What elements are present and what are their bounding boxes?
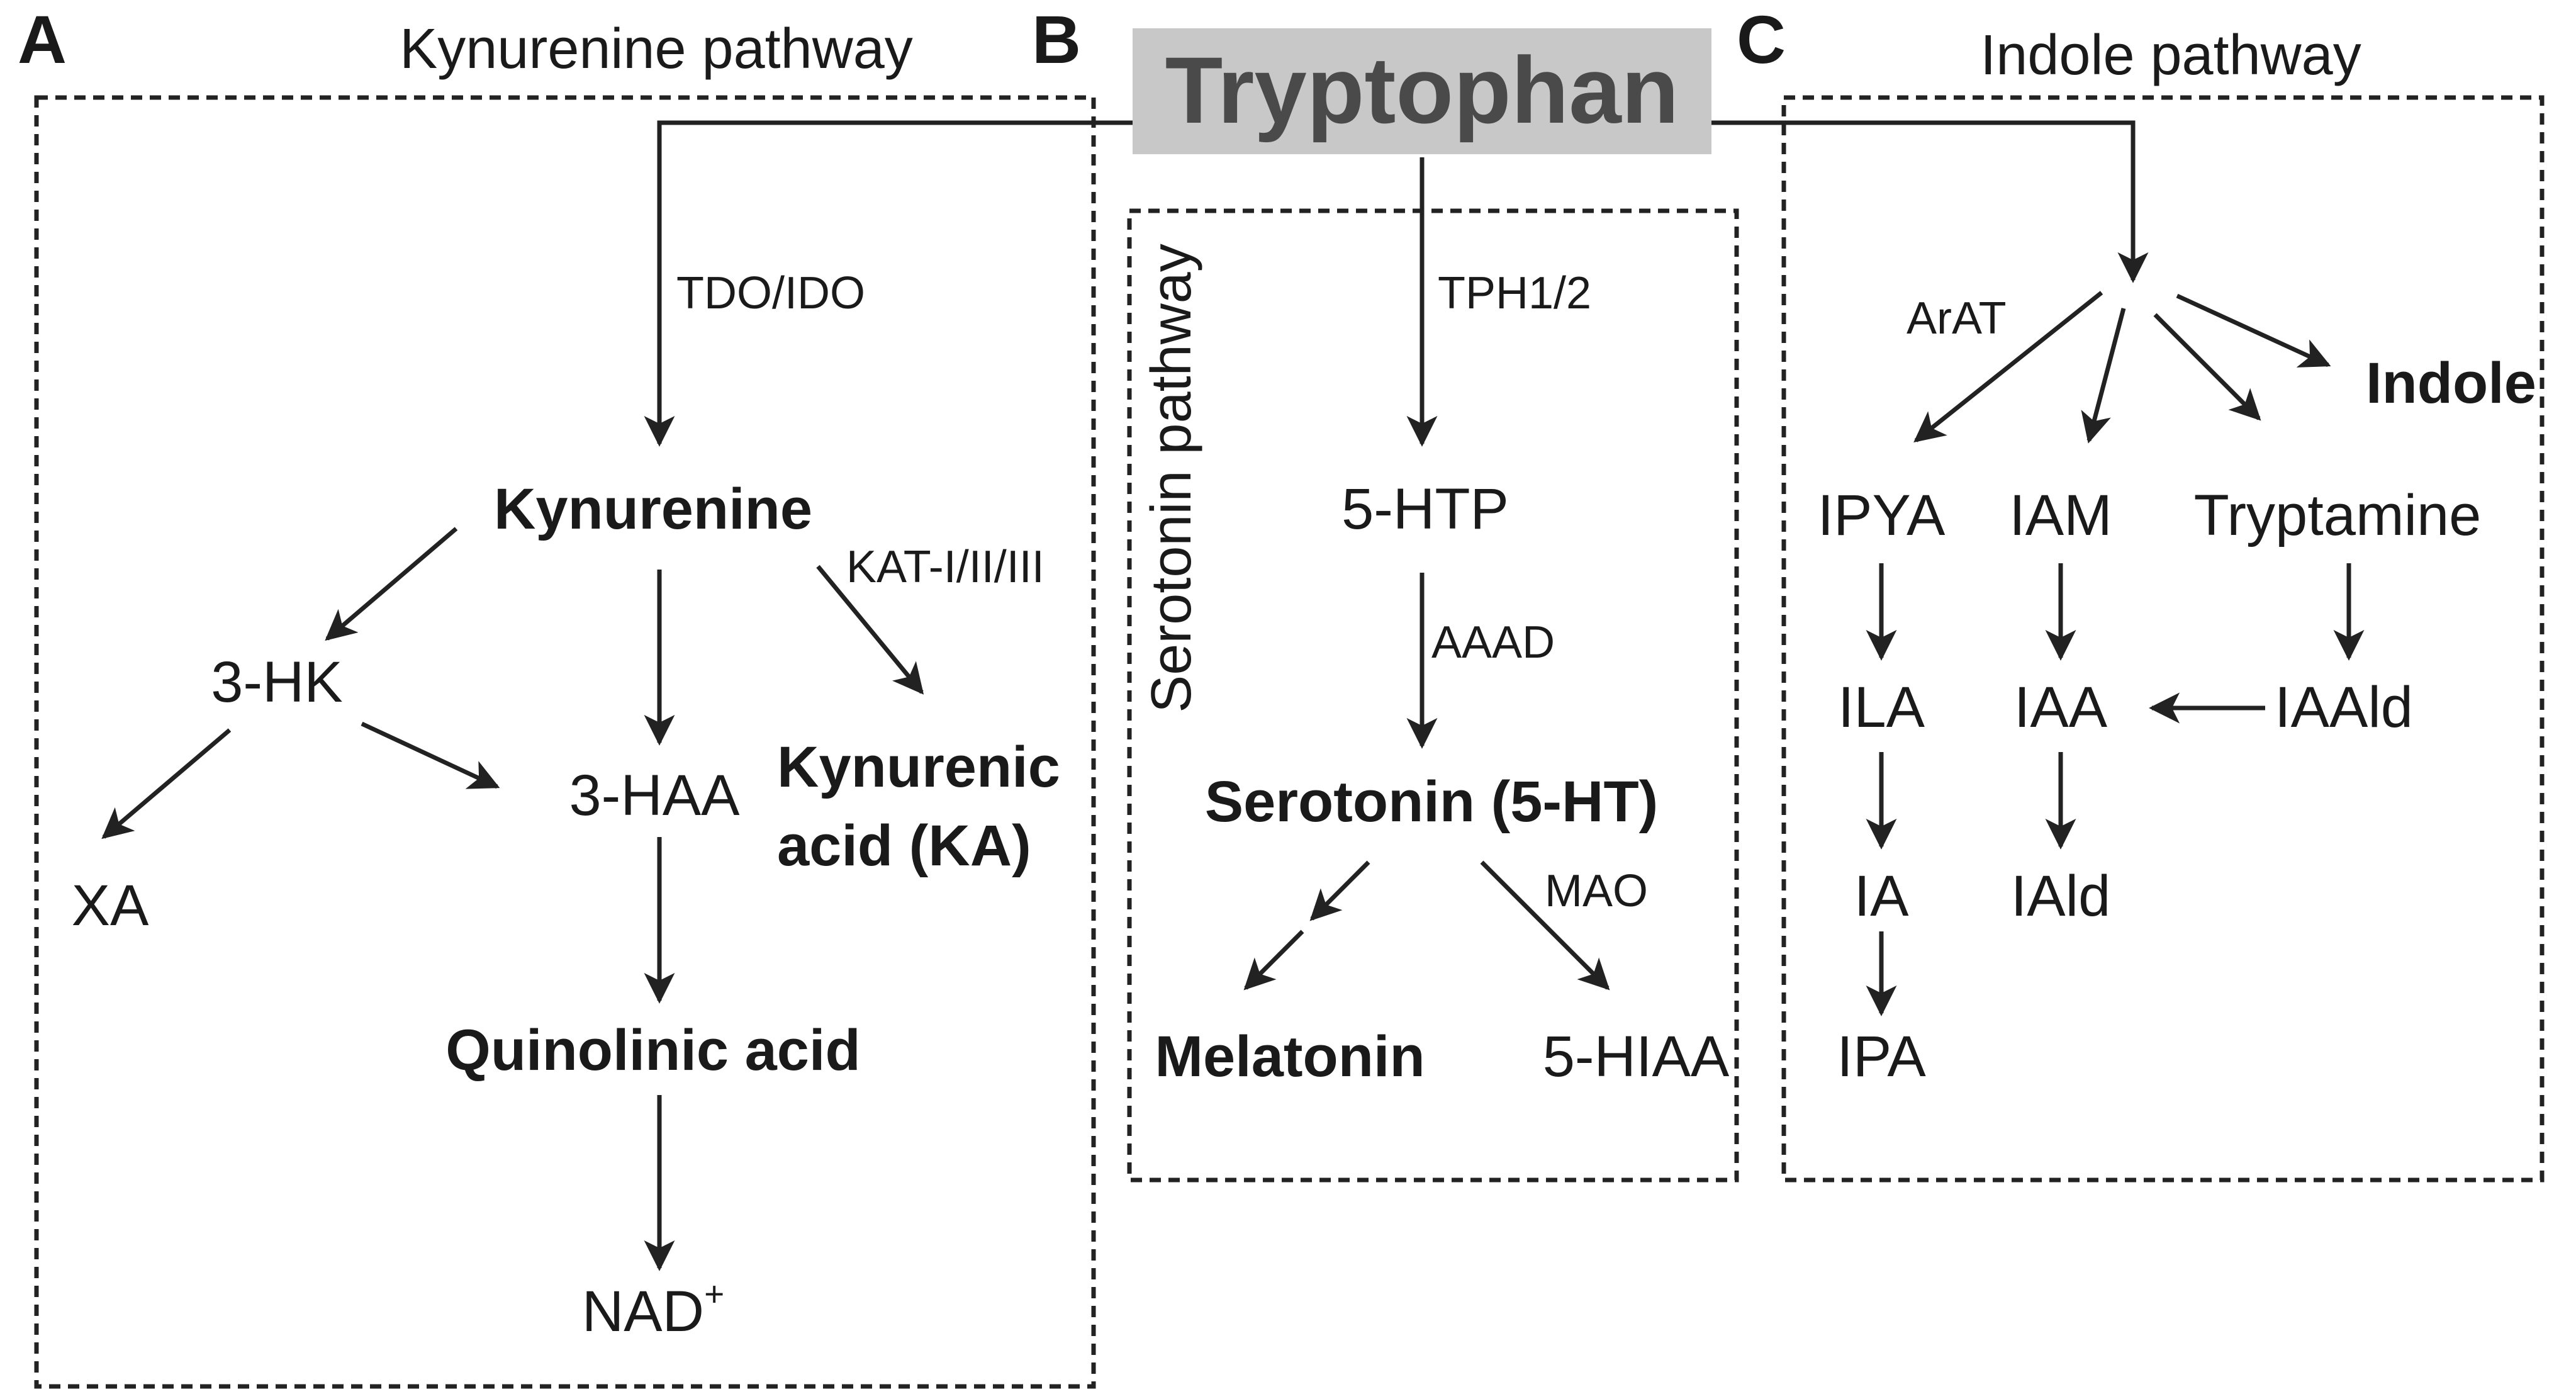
arrow-kynurenine-to-ka [816, 565, 924, 695]
tryptophan-label: Tryptophan [1165, 37, 1679, 143]
enzyme-tph: TPH1/2 [1438, 268, 1591, 318]
indole-label: Indole [2366, 351, 2536, 415]
xa-label: XA [72, 874, 149, 938]
enzyme-kat: KAT-I/II/III [846, 542, 1044, 592]
iaald-label: IAAld [2275, 675, 2413, 739]
melatonin-label: Melatonin [1155, 1025, 1425, 1089]
enzyme-aaad: AAAD [1431, 617, 1555, 668]
ia-label: IA [1854, 864, 1910, 928]
serotonin-label: Serotonin (5-HT) [1205, 770, 1659, 834]
arrow-branch-to-tryptamine [2153, 313, 2261, 421]
arrow-3hk-to-xa [101, 728, 232, 840]
3hk-label: 3-HK [211, 650, 343, 714]
arrow-branch-to-ipya [1913, 291, 2103, 443]
arrow-serotonin-to-5hiaa [1480, 860, 1610, 991]
arrow-3hk-to-3haa [361, 721, 500, 789]
5hiaa-label: 5-HIAA [1543, 1025, 1730, 1089]
nad-label: NAD+ [582, 1274, 724, 1344]
indole-pathway-title: Indole pathway [1980, 24, 2361, 87]
kynurenic-acid-line2: acid (KA) [777, 814, 1031, 878]
tryptamine-label: Tryptamine [2194, 483, 2482, 548]
panel-label-c: C [1737, 1, 1786, 77]
tryptophan-box [1133, 28, 1711, 154]
enzyme-arat: ArAT [1907, 293, 2007, 344]
panel-label-b: B [1032, 1, 1081, 77]
iam-label: IAM [2009, 483, 2112, 548]
arrow-tryptophan-to-indole-branch [1711, 120, 2149, 283]
serotonin-pathway-box [1127, 208, 1739, 1183]
arrow-branch-to-indole [2176, 293, 2331, 368]
arrow-branch-to-iam [2081, 308, 2126, 444]
enzyme-mao: MAO [1545, 866, 1648, 916]
3haa-label: 3-HAA [569, 763, 741, 828]
panel-label-a: A [18, 1, 67, 77]
ila-label: ILA [1838, 675, 1925, 739]
arrow-serotonin-to-intermediate [1309, 860, 1370, 921]
iald-label: IAld [2011, 864, 2111, 928]
quinolinic-acid-label: Quinolinic acid [445, 1018, 860, 1082]
enzyme-tdo-ido: TDO/IDO [676, 268, 865, 318]
ipya-label: IPYA [1818, 483, 1946, 548]
indole-pathway-box [1781, 95, 2545, 1183]
arrow-intermediate-to-melatonin [1243, 930, 1304, 991]
iaa-label: IAA [2014, 675, 2108, 739]
kynurenic-acid-line1: Kynurenic [777, 735, 1060, 799]
arrow-tryptophan-to-kynurenine [644, 120, 1133, 447]
5htp-label: 5-HTP [1341, 477, 1509, 541]
serotonin-pathway-title: Serotonin pathway [1140, 244, 1203, 713]
arrow-kynurenine-to-3hk [325, 527, 458, 641]
kynurenine-pathway-title: Kynurenine pathway [400, 18, 913, 81]
ipa-label: IPA [1837, 1025, 1926, 1089]
kynurenine-label: Kynurenine [494, 477, 812, 541]
kynurenine-pathway-box [34, 95, 1096, 1389]
